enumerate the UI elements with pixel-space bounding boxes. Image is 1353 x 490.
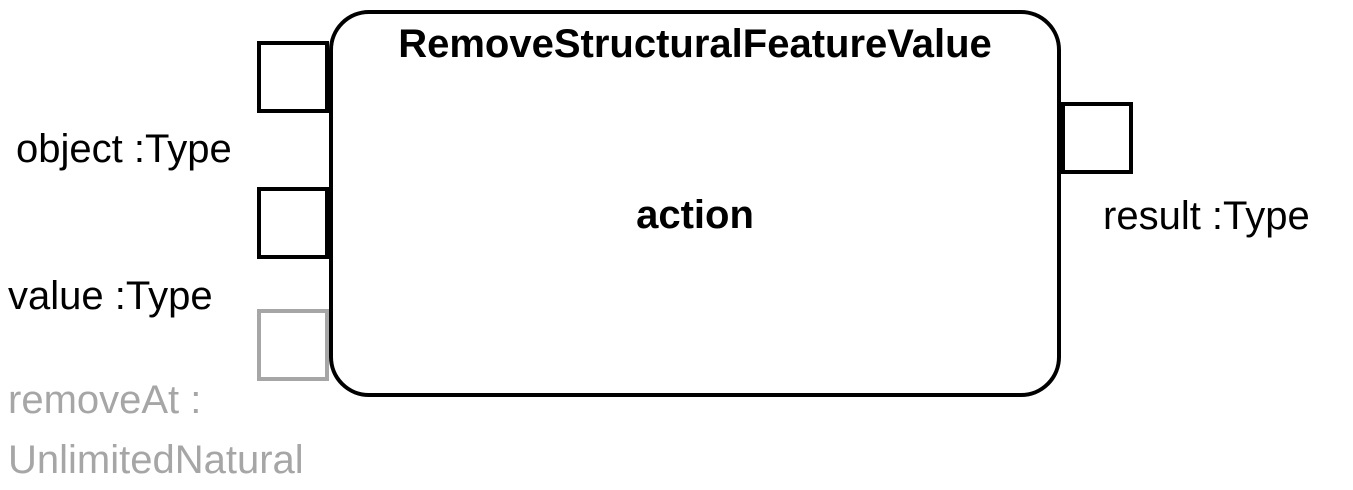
object-pin-label: object :Type [16,127,232,171]
action-node[interactable] [329,10,1061,397]
object-input-pin[interactable] [257,41,329,113]
removeat-pin-label-line1: removeAt : [8,378,202,422]
value-pin-label: value :Type [8,274,213,318]
action-title: RemoveStructuralFeatureValue [398,22,992,66]
removeat-pin-label-line2: UnlimitedNatural [8,438,304,482]
result-output-pin[interactable] [1061,102,1133,174]
result-pin-label: result :Type [1103,194,1310,238]
uml-action-diagram: RemoveStructuralFeatureValue action obje… [8,10,1310,482]
removeat-input-pin[interactable] [257,309,329,381]
removeat-pin-label: removeAt : UnlimitedNatural [8,370,368,490]
action-keyword-label: action [636,193,754,237]
value-input-pin[interactable] [257,187,329,259]
